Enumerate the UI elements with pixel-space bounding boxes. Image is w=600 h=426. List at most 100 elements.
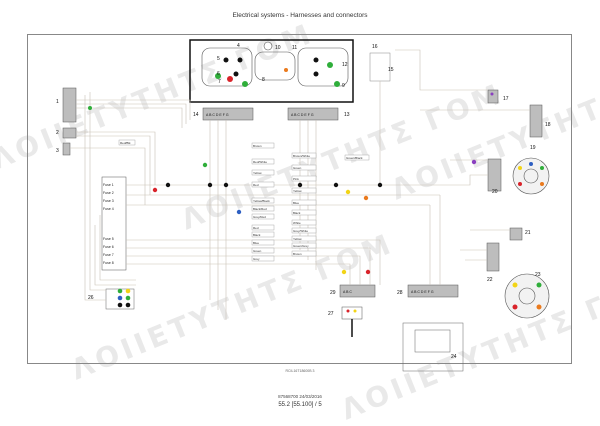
fuse-box bbox=[101, 176, 127, 271]
module-dot bbox=[223, 57, 229, 63]
module-dot bbox=[237, 57, 243, 63]
svg-text:7: 7 bbox=[218, 79, 221, 85]
svg-text:13: 13 bbox=[344, 112, 350, 118]
callouts: 1 2 3 4 5 6 7 8 9 10 11 12 13 14 15 16 1… bbox=[56, 43, 551, 360]
svg-text:Red: Red bbox=[253, 226, 259, 230]
junction-orange bbox=[363, 195, 369, 201]
junction-red bbox=[365, 269, 371, 275]
svg-text:21: 21 bbox=[525, 230, 531, 236]
fuse-label: Fuse 3 bbox=[103, 199, 114, 203]
svg-text:15: 15 bbox=[388, 67, 394, 73]
diagram-frame bbox=[27, 34, 572, 364]
module-dot-orange bbox=[284, 68, 288, 72]
svg-text:8: 8 bbox=[262, 77, 265, 83]
socket-dot bbox=[529, 162, 533, 166]
svg-text:20: 20 bbox=[492, 189, 498, 195]
junction-red bbox=[152, 187, 158, 193]
socket-23-center bbox=[518, 287, 536, 305]
svg-text:24: 24 bbox=[451, 354, 457, 360]
svg-text:12: 12 bbox=[342, 62, 348, 68]
junction-green bbox=[88, 106, 92, 110]
svg-text:5: 5 bbox=[217, 56, 220, 62]
switch-26-dot bbox=[117, 295, 123, 301]
svg-text:Red/Blk: Red/Blk bbox=[120, 141, 131, 145]
svg-text:23: 23 bbox=[535, 272, 541, 278]
junction-blue bbox=[236, 209, 242, 215]
svg-text:Black: Black bbox=[293, 211, 301, 215]
svg-text:29: 29 bbox=[330, 290, 336, 296]
fuse-label: Fuse 5 bbox=[103, 237, 114, 241]
figure-id: RCIL16T18600B 3 bbox=[285, 369, 315, 373]
svg-text:Brown: Brown bbox=[253, 144, 262, 148]
module-dot bbox=[313, 57, 319, 63]
svg-text:Black: Black bbox=[253, 233, 261, 237]
module-lens-center bbox=[254, 51, 296, 81]
svg-text:10: 10 bbox=[275, 45, 281, 51]
module-terminal bbox=[263, 41, 273, 51]
svg-text:Red: Red bbox=[253, 183, 259, 187]
page-title: Electrical systems - Harnesses and conne… bbox=[232, 12, 368, 19]
junction-purple bbox=[471, 159, 477, 165]
module-lens-right bbox=[297, 47, 349, 87]
svg-text:14: 14 bbox=[193, 112, 199, 118]
junction bbox=[207, 182, 213, 188]
svg-text:Red/White: Red/White bbox=[253, 160, 267, 164]
connector-1 bbox=[62, 87, 77, 123]
switch-26-dot bbox=[125, 302, 131, 308]
module-dot bbox=[233, 71, 239, 77]
svg-text:Brown/White: Brown/White bbox=[293, 154, 310, 158]
connector-28-pins: A B C D E F G bbox=[411, 290, 434, 294]
connector-27-dot bbox=[346, 309, 350, 313]
connector-27-dot bbox=[353, 309, 357, 313]
svg-text:Pink: Pink bbox=[293, 177, 299, 181]
connector-14-pins: A B C D E F G bbox=[206, 113, 229, 117]
svg-text:28: 28 bbox=[397, 290, 403, 296]
svg-text:Yellow/Black: Yellow/Black bbox=[253, 199, 270, 203]
svg-text:Grey/White: Grey/White bbox=[293, 229, 308, 233]
svg-text:Brown: Brown bbox=[293, 252, 302, 256]
svg-text:Black/Red: Black/Red bbox=[253, 207, 267, 211]
module-box bbox=[189, 39, 354, 103]
module-dot-red bbox=[227, 76, 233, 82]
socket-20-center bbox=[523, 168, 539, 184]
svg-text:Green: Green bbox=[253, 249, 262, 253]
junction bbox=[377, 182, 383, 188]
svg-text:Yellow: Yellow bbox=[293, 189, 302, 193]
fuse-label: Fuse 4 bbox=[103, 207, 114, 211]
module-dot-green bbox=[215, 73, 221, 79]
svg-text:27: 27 bbox=[328, 311, 334, 317]
fuse-label: Fuse 2 bbox=[103, 191, 114, 195]
connector-29-pins: A B C bbox=[343, 290, 352, 294]
socket-dot bbox=[540, 182, 544, 186]
svg-text:2: 2 bbox=[56, 130, 59, 136]
svg-text:Yellow: Yellow bbox=[293, 237, 302, 241]
connector-13-pins: A B C D E F G bbox=[291, 113, 314, 117]
connector-18 bbox=[529, 104, 543, 138]
svg-text:19: 19 bbox=[530, 145, 536, 151]
socket-dot bbox=[536, 282, 542, 288]
connector-27 bbox=[341, 306, 363, 320]
svg-text:22: 22 bbox=[487, 277, 493, 283]
module-dot bbox=[313, 71, 319, 77]
connector-13 bbox=[287, 107, 339, 121]
svg-text:9: 9 bbox=[342, 83, 345, 89]
connector-22 bbox=[486, 242, 500, 272]
svg-text:Green/Grey: Green/Grey bbox=[293, 244, 309, 248]
svg-text:1: 1 bbox=[56, 99, 59, 105]
svg-text:6: 6 bbox=[217, 71, 220, 77]
svg-text:Grey/Red: Grey/Red bbox=[253, 215, 266, 219]
junction bbox=[223, 182, 229, 188]
module-lens-left bbox=[201, 47, 253, 87]
svg-text:Blue: Blue bbox=[293, 201, 299, 205]
module-dot-green bbox=[327, 62, 333, 68]
fuse-label: Fuse 1 bbox=[103, 183, 114, 187]
switch-26-dot bbox=[125, 295, 131, 301]
junction-yellow bbox=[345, 189, 351, 195]
socket-dot bbox=[512, 282, 518, 288]
junction-green bbox=[202, 162, 208, 168]
fuse-label: Fuse 7 bbox=[103, 253, 114, 257]
module-dot-green bbox=[242, 81, 248, 87]
svg-text:Yellow: Yellow bbox=[253, 171, 262, 175]
connector-28 bbox=[407, 284, 459, 298]
socket-dot bbox=[518, 166, 522, 170]
